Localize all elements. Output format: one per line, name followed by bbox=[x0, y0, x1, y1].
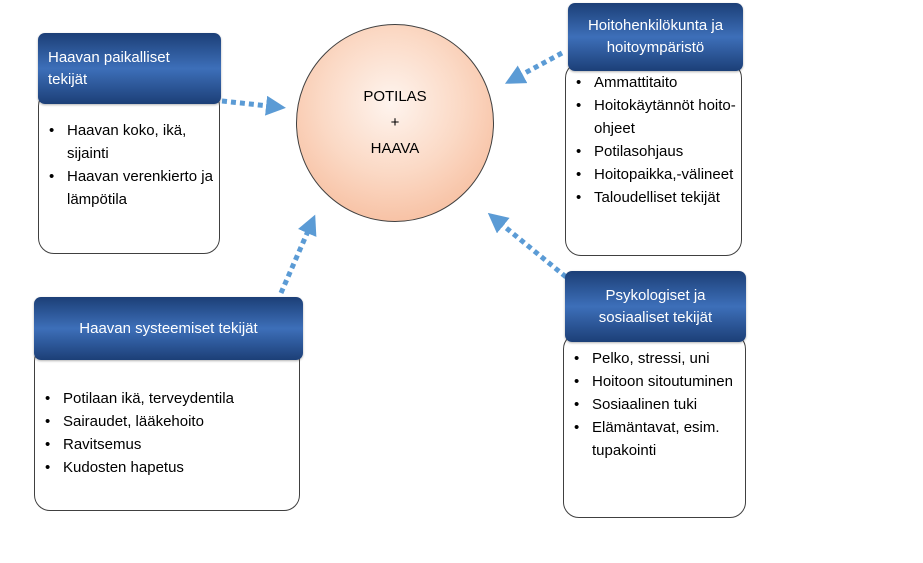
arrow-local-to-center bbox=[221, 95, 286, 116]
list-item: Potilaan ikä, terveydentila bbox=[35, 387, 299, 410]
list-item: Hoitoon sitoutuminen bbox=[564, 370, 745, 393]
staff-list: Ammattitaito Hoitokäytännöt hoito-ohjeet… bbox=[566, 71, 741, 209]
arrow-staff-to-center bbox=[504, 50, 564, 84]
list-item: Potilasohjaus bbox=[566, 140, 741, 163]
psycho-social-header: Psykologiset ja sosiaaliset tekijät bbox=[565, 271, 746, 342]
list-item: Hoitopaikka,-välineet bbox=[566, 163, 741, 186]
list-item: Taloudelliset tekijät bbox=[566, 186, 741, 209]
list-item: Sosiaalinen tuki bbox=[564, 393, 745, 416]
systemic-factors-header: Haavan systeemiset tekijät bbox=[34, 297, 303, 360]
systemic-factors-title: Haavan systeemiset tekijät bbox=[79, 319, 258, 337]
psycho-social-list: Pelko, stressi, uni Hoitoon sitoutuminen… bbox=[564, 347, 745, 462]
list-item: Ammattitaito bbox=[566, 71, 741, 94]
center-line-1: POTILAS bbox=[363, 88, 427, 105]
staff-box: Ammattitaito Hoitokäytännöt hoito-ohjeet… bbox=[565, 62, 742, 256]
psycho-social-title: Psykologiset ja sosiaaliset tekijät bbox=[598, 286, 713, 326]
list-item: Kudosten hapetus bbox=[35, 456, 299, 479]
psycho-social-box: Pelko, stressi, uni Hoitoon sitoutuminen… bbox=[563, 333, 746, 518]
systemic-factors-box: Potilaan ikä, terveydentila Sairaudet, l… bbox=[34, 345, 300, 511]
center-line-3: HAAVA bbox=[370, 140, 420, 157]
list-item: Haavan verenkierto ja lämpötila bbox=[39, 165, 219, 211]
local-factors-list: Haavan koko, ikä, sijainti Haavan verenk… bbox=[39, 119, 219, 211]
center-circle-potilas-haava: POTILAS + HAAVA bbox=[296, 24, 494, 222]
list-item: Pelko, stressi, uni bbox=[564, 347, 745, 370]
local-factors-header: Haavan paikalliset tekijät bbox=[38, 33, 221, 104]
systemic-factors-list: Potilaan ikä, terveydentila Sairaudet, l… bbox=[35, 387, 299, 479]
list-item: Ravitsemus bbox=[35, 433, 299, 456]
list-item: Hoitokäytännöt hoito-ohjeet bbox=[566, 94, 741, 140]
staff-title: Hoitohenkilökunta ja hoitoympäristö bbox=[587, 17, 724, 56]
local-factors-box: Haavan koko, ikä, sijainti Haavan verenk… bbox=[38, 90, 220, 254]
list-item: Sairaudet, lääkehoito bbox=[35, 410, 299, 433]
staff-header: Hoitohenkilökunta ja hoitoympäristö bbox=[568, 3, 743, 71]
arrow-psycho-to-center bbox=[487, 212, 568, 279]
list-item: Haavan koko, ikä, sijainti bbox=[39, 119, 219, 165]
center-line-2: + bbox=[390, 114, 400, 131]
local-factors-title: Haavan paikalliset tekijät bbox=[48, 48, 170, 88]
list-item: Elämäntavat, esim. tupakointi bbox=[564, 416, 745, 462]
arrow-systemic-to-center bbox=[278, 214, 317, 295]
